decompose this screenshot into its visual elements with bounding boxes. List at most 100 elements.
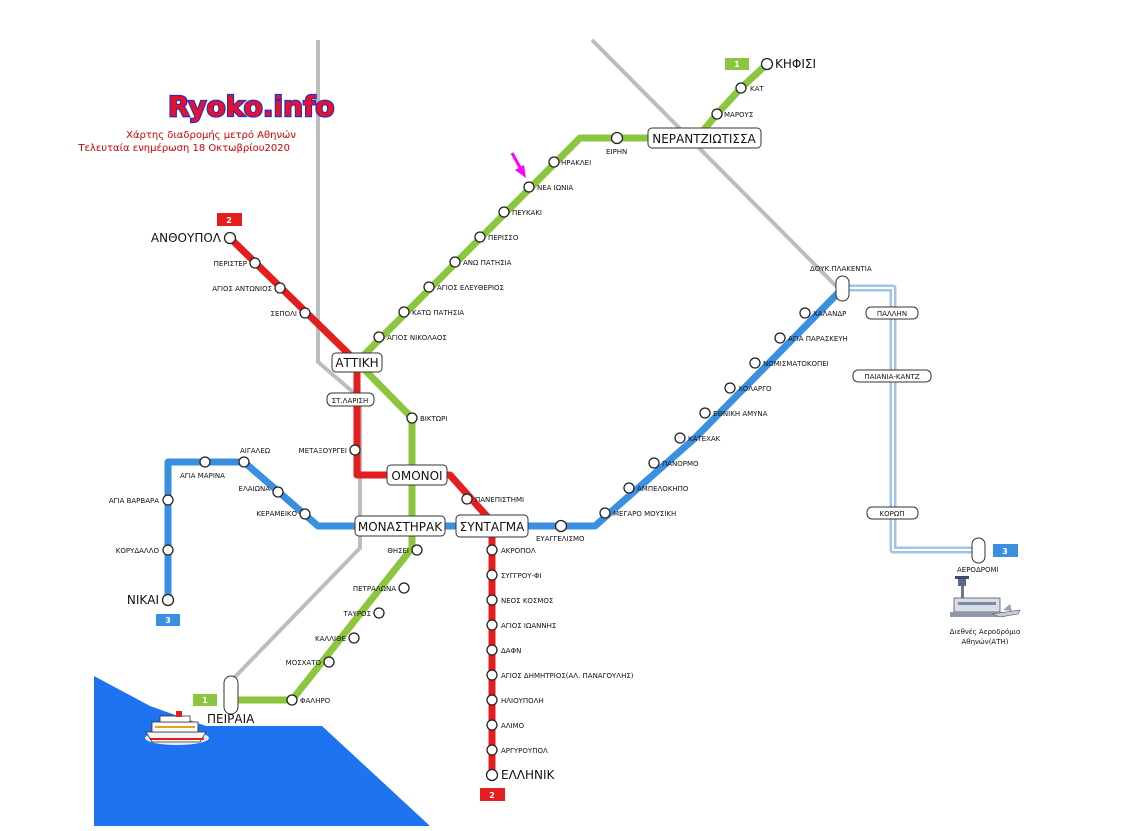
station-doukissis-plakentias[interactable]: ΔΟΥΚ.ΠΛΑΚΕΝΤΙΑ xyxy=(810,265,872,302)
hub-omonoia[interactable]: ΟΜΟΝΟΙ xyxy=(386,464,448,486)
station-nikaia[interactable]: ΝΙΚΑΙ xyxy=(127,593,175,607)
station-katehaki[interactable]: ΚΑΤΕΧΑΚ xyxy=(674,432,721,444)
svg-text:ΘΗΣΕΙ: ΘΗΣΕΙ xyxy=(387,547,409,555)
station-petralona[interactable]: ΠΕΤΡΑΛΩΝΑ xyxy=(353,582,410,594)
station-neos-kosmos[interactable]: ΝΕΟΣ ΚΟΣΜΟΣ xyxy=(486,594,553,606)
svg-text:ΑΡΓΥΡΟΥΠΟΛ: ΑΡΓΥΡΟΥΠΟΛ xyxy=(501,747,548,755)
station-chalandri[interactable]: ΧΑΛΑΝΔΡ xyxy=(799,307,846,319)
station-koropi[interactable]: ΚΟΡΩΠ xyxy=(866,506,919,520)
station-kerameikos[interactable]: ΚΕΡΑΜΕΙΚΟ xyxy=(256,508,311,520)
station-anthoupoli[interactable]: ΑΝΘΟΥΠΟΛ xyxy=(151,231,237,245)
hub-attiki[interactable]: ΑΤΤΙΚΗ xyxy=(331,352,383,373)
station-ag-dimitrios[interactable]: ΑΓΙΟΣ ΔΗΜΗΤΡΙΟΣ(ΑΛ. ΠΑΝΑΓΟΥΛΗΣ) xyxy=(486,669,634,681)
station-viktoria[interactable]: ΒΙΚΤΩΡΙ xyxy=(406,412,447,424)
station-megaro-mousikis[interactable]: ΜΕΓΑΡΟ ΜΟΥΣΙΚΗ xyxy=(599,507,676,519)
svg-text:ΑΓΙΑ ΠΑΡΑΣΚΕΥΗ: ΑΓΙΑ ΠΑΡΑΣΚΕΥΗ xyxy=(788,335,848,343)
svg-text:ΠΕΡΙΣΣΟ: ΠΕΡΙΣΣΟ xyxy=(488,234,519,242)
svg-text:ΝΕΑ ΙΩΝΙΑ: ΝΕΑ ΙΩΝΙΑ xyxy=(537,184,573,192)
svg-text:ΕΛΑΙΩΝΑ: ΕΛΑΙΩΝΑ xyxy=(239,485,271,493)
svg-text:ΑΤΤΙΚΗ: ΑΤΤΙΚΗ xyxy=(335,356,378,370)
svg-text:ΕΘΝΙΚΗ ΑΜΥΝΑ: ΕΘΝΙΚΗ ΑΜΥΝΑ xyxy=(713,410,768,418)
hub-syntagma[interactable]: ΣΥΝΤΑΓΜΑ xyxy=(455,514,529,538)
svg-text:3: 3 xyxy=(1002,547,1008,556)
station-tavros[interactable]: ΤΑΥΡΟΣ xyxy=(343,607,385,619)
station-kat[interactable]: ΚΑΤ xyxy=(735,82,764,94)
station-ethniki-amyna[interactable]: ΕΘΝΙΚΗ ΑΜΥΝΑ xyxy=(699,407,768,419)
svg-text:ΑΓΙΟΣ ΕΛΕΥΘΕΡΙΟΣ: ΑΓΙΟΣ ΕΛΕΥΘΕΡΙΟΣ xyxy=(437,284,504,292)
map-subtitle: Χάρτης διαδρομής μετρό Αθηνών xyxy=(126,129,296,141)
station-korydallos[interactable]: ΚΟΡΥΔΑΛΛΟ xyxy=(116,544,174,556)
airport-name-line2: Αθηνών(ΑΤΗ) xyxy=(962,638,1009,646)
station-pallini[interactable]: ΠΑΛΛΗΝ xyxy=(865,306,919,320)
hub-neratziotissa[interactable]: ΝΕΡΑΝΤΖΙΩΤΙΣΣΑ xyxy=(647,127,762,149)
update-date: Τελευταία ενημέρωση 18 Οκτωβρίου2020 xyxy=(77,142,290,154)
station-kato-patisia[interactable]: ΚΑΤΩ ΠΑΤΗΣΙΑ xyxy=(398,306,464,318)
station-peristeri[interactable]: ΠΕΡΙΣΤΕΡ xyxy=(214,257,261,269)
station-alimos[interactable]: ΑΛΙΜΟ xyxy=(486,719,525,731)
line1-badge-bottom: 1 xyxy=(193,694,217,706)
svg-text:ΗΡΑΚΛΕΙ: ΗΡΑΚΛΕΙ xyxy=(561,159,591,167)
svg-text:ΚΗΦΙΣΙ: ΚΗΦΙΣΙ xyxy=(775,57,816,71)
station-kallithea[interactable]: ΚΑΛΛΙΘΕ xyxy=(315,632,360,644)
location-arrow-icon xyxy=(510,152,526,178)
logo: Ryoko.info xyxy=(168,90,334,123)
station-irakleio[interactable]: ΗΡΑΚΛΕΙ xyxy=(548,156,591,168)
station-evangelismos[interactable]: ΕΥΑΓΓΕΛΙΣΜΟ xyxy=(536,519,585,544)
station-ampelokipi[interactable]: ΑΜΠΕΛΟΚΗΠΟ xyxy=(623,482,689,494)
svg-text:ΣΕΠΟΛΙ: ΣΕΠΟΛΙ xyxy=(271,310,297,318)
station-ilioupoli[interactable]: ΗΛΙΟΥΠΟΛΗ xyxy=(486,694,544,706)
svg-text:ΠΕΤΡΑΛΩΝΑ: ΠΕΤΡΑΛΩΝΑ xyxy=(353,585,396,593)
station-kifisia[interactable]: ΚΗΦΙΣΙ xyxy=(760,57,817,71)
station-ag-marina[interactable]: ΑΓΙΑ ΜΑΡΙΝΑ xyxy=(180,456,225,480)
station-ag-paraskevi[interactable]: ΑΓΙΑ ΠΑΡΑΣΚΕΥΗ xyxy=(774,332,848,344)
station-nea-ionia[interactable]: ΝΕΑ ΙΩΝΙΑ xyxy=(523,181,573,193)
station-paiania-kantza[interactable]: ΠΑΙΑΝΙΑ-ΚΑΝΤΖ xyxy=(852,369,932,383)
station-faliro[interactable]: ΦΑΛΗΡΟ xyxy=(286,694,331,706)
station-elliniko[interactable]: ΕΛΛΗΝΙΚ xyxy=(485,768,556,782)
svg-text:ΒΙΚΤΩΡΙ: ΒΙΚΤΩΡΙ xyxy=(420,415,447,423)
svg-text:ΑΓΙΟΣ ΝΙΚΟΛΑΟΣ: ΑΓΙΟΣ ΝΙΚΟΛΑΟΣ xyxy=(387,334,447,342)
station-moschato[interactable]: ΜΟΣΧΑΤΟ xyxy=(286,656,335,668)
station-perissos[interactable]: ΠΕΡΙΣΣΟ xyxy=(474,231,519,243)
svg-text:ΑΚΡΟΠΟΛ: ΑΚΡΟΠΟΛ xyxy=(501,547,536,555)
station-elaionas[interactable]: ΕΛΑΙΩΝΑ xyxy=(239,485,284,498)
station-syngrou-fix[interactable]: ΣΥΓΓΡΟΥ-ΦΙ xyxy=(486,569,542,581)
svg-text:ΤΑΥΡΟΣ: ΤΑΥΡΟΣ xyxy=(343,610,372,618)
svg-text:ΠΕΙΡΑΙΑ: ΠΕΙΡΑΙΑ xyxy=(207,712,255,726)
svg-text:1: 1 xyxy=(734,60,740,69)
station-metaxourgeio[interactable]: ΜΕΤΑΞΟΥΡΓΕΙ xyxy=(299,444,361,456)
station-ag-eleftherios[interactable]: ΑΓΙΟΣ ΕΛΕΥΘΕΡΙΟΣ xyxy=(423,281,504,293)
ferry-icon xyxy=(145,711,209,745)
station-thiseio[interactable]: ΘΗΣΕΙ xyxy=(387,544,423,556)
sea-area xyxy=(94,676,430,826)
hub-st-larisis[interactable]: ΣΤ.ΛΑΡΙΣΗ xyxy=(326,392,375,407)
line2-badge-top: 2 xyxy=(217,213,242,226)
station-marousi[interactable]: ΜΑΡΟΥΣ xyxy=(711,108,753,120)
hub-monastiraki[interactable]: ΜΟΝΑΣΤΗΡΑΚ xyxy=(354,515,446,537)
svg-text:ΜΕΤΑΞΟΥΡΓΕΙ: ΜΕΤΑΞΟΥΡΓΕΙ xyxy=(299,447,347,455)
station-nomismatokopio[interactable]: ΝΟΜΙΣΜΑΤΟΚΟΠΕΙ xyxy=(749,357,829,369)
station-cholargos[interactable]: ΧΟΛΑΡΓΟ xyxy=(724,382,772,394)
airport-icon xyxy=(950,576,1021,618)
station-dafni[interactable]: ΔΑΦΝ xyxy=(486,644,521,656)
station-aerodromio[interactable]: ΑΕΡΟΔΡΟΜΙ xyxy=(957,537,999,574)
station-ano-patisia[interactable]: ΑΝΩ ΠΑΤΗΣΙΑ xyxy=(449,256,512,268)
station-ag-varvara[interactable]: ΑΓΙΑ ΒΑΡΒΑΡΑ xyxy=(109,494,174,506)
station-piraeus[interactable]: ΠΕΙΡΑΙΑ xyxy=(207,675,255,726)
station-ag-nikolaos[interactable]: ΑΓΙΟΣ ΝΙΚΟΛΑΟΣ xyxy=(373,331,447,343)
station-akropoli[interactable]: ΑΚΡΟΠΟΛ xyxy=(486,544,536,556)
station-aigaleo[interactable]: ΑΙΓΑΛΕΩ xyxy=(238,447,271,468)
station-ag-antonios[interactable]: ΑΓΙΟΣ ΑΝΤΩΝΙΟΣ xyxy=(212,282,286,294)
svg-text:ΟΜΟΝΟΙ: ΟΜΟΝΟΙ xyxy=(391,469,442,483)
svg-text:ΜΕΓΑΡΟ ΜΟΥΣΙΚΗ: ΜΕΓΑΡΟ ΜΟΥΣΙΚΗ xyxy=(613,510,676,518)
station-panepistimio[interactable]: ΠΑΝΕΠΙΣΤΗΜΙ xyxy=(461,493,524,505)
station-panormou[interactable]: ΠΑΝΟΡΜΟ xyxy=(648,457,699,469)
svg-text:ΚΕΡΑΜΕΙΚΟ: ΚΕΡΑΜΕΙΚΟ xyxy=(256,510,297,518)
line3-track xyxy=(164,285,846,600)
station-pefkakia[interactable]: ΠΕΥΚΑΚΙ xyxy=(498,206,542,218)
station-irini[interactable]: ΕΙΡΗΝ xyxy=(606,131,627,157)
station-ag-ioannis[interactable]: ΑΓΙΟΣ ΙΩΑΝΝΗΣ xyxy=(486,619,556,631)
station-sepolia[interactable]: ΣΕΠΟΛΙ xyxy=(271,307,311,319)
station-argyroupoli[interactable]: ΑΡΓΥΡΟΥΠΟΛ xyxy=(486,744,548,756)
svg-text:ΧΑΛΑΝΔΡ: ΧΑΛΑΝΔΡ xyxy=(813,310,846,318)
